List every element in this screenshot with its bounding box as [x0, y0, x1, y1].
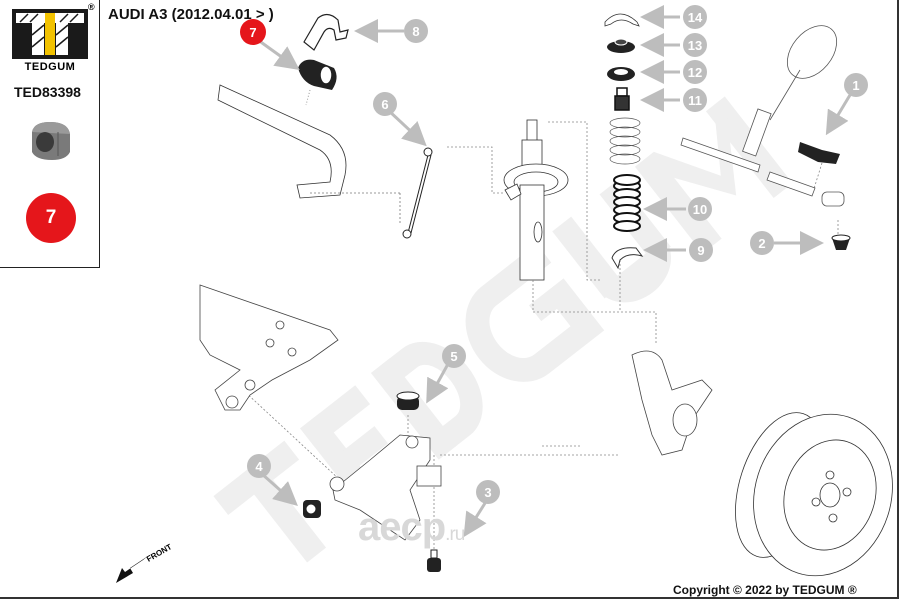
- callout-13[interactable]: 13: [683, 33, 707, 57]
- spring-seat-part[interactable]: [611, 247, 644, 270]
- ball-joint-part[interactable]: [427, 549, 441, 572]
- stabilizer-bar: [217, 84, 401, 225]
- callout-4[interactable]: 4: [247, 454, 271, 478]
- aecp-watermark: aecp.ru: [358, 505, 465, 550]
- callout-8[interactable]: 8: [404, 19, 428, 43]
- control-arm-bushing-front-part[interactable]: [396, 391, 420, 410]
- coil-spring: [609, 117, 641, 165]
- part-info-panel: ® TEDGUM TED83398 7: [0, 0, 100, 268]
- steering-boot-part[interactable]: [798, 142, 840, 164]
- tie-rod-end-part[interactable]: [831, 234, 851, 250]
- vehicle-title: AUDI A3 (2012.04.01 > ): [108, 6, 274, 23]
- callout-11[interactable]: 11: [683, 88, 707, 112]
- subframe: [199, 284, 339, 411]
- mount-cover-part[interactable]: [604, 13, 640, 27]
- aecp-suffix: .ru: [445, 524, 465, 545]
- part-thumbnail: [32, 122, 70, 160]
- callout-9[interactable]: 9: [689, 238, 713, 262]
- callout-14[interactable]: 14: [683, 5, 707, 29]
- copyright-text: Copyright © 2022 by TEDGUM ®: [673, 583, 857, 597]
- tedgum-logo-icon: [12, 9, 88, 59]
- callout-7-selected[interactable]: 7: [240, 19, 266, 45]
- selected-position-badge: 7: [26, 193, 76, 243]
- strut-mount-part[interactable]: [607, 38, 635, 53]
- steering-knuckle: [631, 350, 713, 456]
- callout-2[interactable]: 2: [750, 231, 774, 255]
- callout-arrows: [257, 5, 852, 538]
- dust-boot-part[interactable]: [614, 87, 630, 111]
- bump-stop-part[interactable]: [613, 174, 641, 232]
- control-arm-bushing-rear-part[interactable]: [303, 500, 321, 518]
- front-arrow-icon: [116, 556, 148, 583]
- aecp-text: aecp: [358, 505, 446, 549]
- part-number: TED83398: [14, 84, 81, 100]
- callout-10[interactable]: 10: [688, 197, 712, 221]
- callout-12[interactable]: 12: [683, 60, 707, 84]
- callout-5[interactable]: 5: [442, 344, 466, 368]
- strut-bearing-part[interactable]: [607, 67, 635, 81]
- brand-name: TEDGUM: [24, 61, 76, 73]
- callout-3[interactable]: 3: [476, 480, 500, 504]
- registered-mark: ®: [88, 2, 95, 12]
- bushing-clamp-part[interactable]: [303, 13, 349, 51]
- callout-1[interactable]: 1: [844, 73, 868, 97]
- callout-6[interactable]: 6: [373, 92, 397, 116]
- stabilizer-bushing-part[interactable]: [298, 59, 337, 106]
- steering-assembly: [680, 25, 845, 207]
- stabilizer-link-part[interactable]: [402, 147, 433, 239]
- shock-absorber-strut: [503, 119, 569, 281]
- wheel: [735, 412, 893, 577]
- lower-control-arm: [329, 434, 442, 541]
